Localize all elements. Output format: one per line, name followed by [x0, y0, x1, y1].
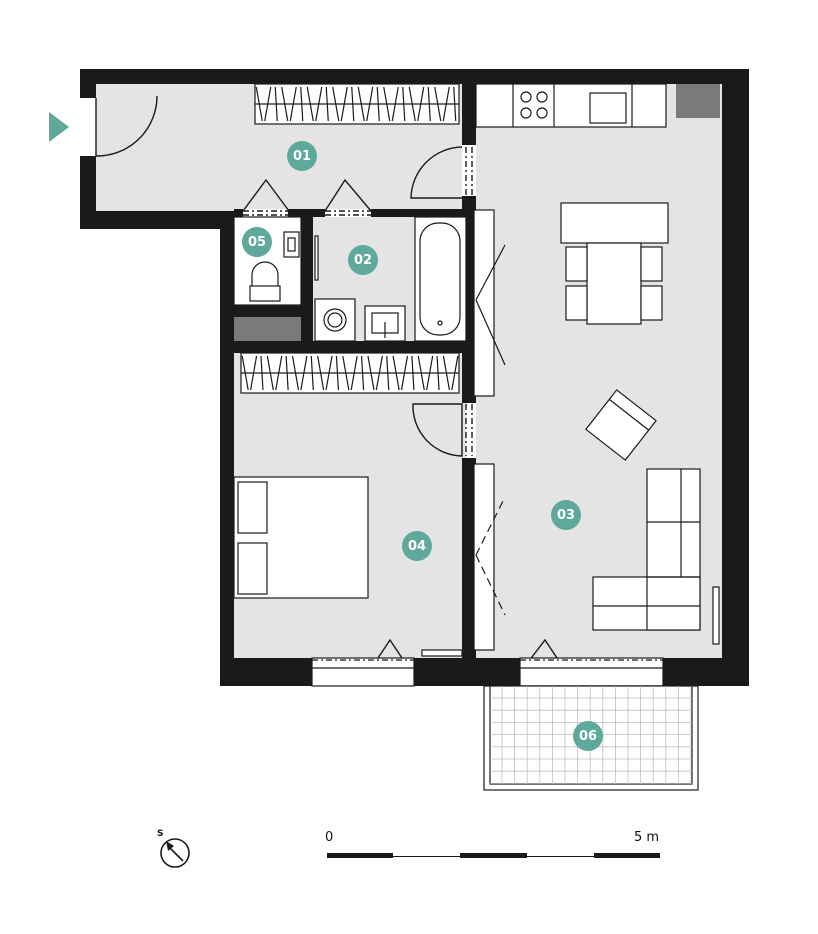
wall-hall-bottom	[80, 211, 240, 229]
room-badge-06: 06	[573, 721, 603, 751]
armchair	[585, 389, 657, 461]
dining-bench	[560, 202, 669, 244]
wall-top	[80, 69, 749, 84]
wall-mid-top	[462, 69, 476, 145]
wall-left	[220, 211, 234, 686]
wc-fixtures	[233, 216, 302, 341]
chair	[565, 246, 588, 282]
entry-door	[95, 95, 158, 157]
radiator	[712, 586, 720, 645]
bathtub-inner	[419, 222, 461, 336]
storage-block	[234, 317, 301, 341]
dining-table	[586, 242, 642, 325]
bedroom-window	[311, 657, 415, 687]
entrance-arrow-icon	[49, 112, 69, 142]
wall-wc-bath	[301, 209, 313, 341]
living-window	[519, 657, 664, 687]
sliding-panels	[473, 209, 506, 651]
compass-icon	[160, 838, 190, 868]
wall-bath-bottom	[234, 341, 464, 353]
hob-icon	[520, 91, 532, 103]
wall-bottom-3	[663, 658, 749, 686]
scale-bar	[327, 853, 660, 858]
bath-door	[324, 178, 372, 212]
dining-set	[560, 202, 669, 325]
bath-door-opening	[325, 209, 371, 217]
pillow	[237, 542, 268, 595]
corner-sofa	[592, 468, 720, 645]
sink-icon	[589, 92, 627, 124]
windows	[311, 657, 664, 687]
door-dashes	[243, 147, 473, 456]
wall-mid-bottom	[462, 458, 476, 658]
hall-wardrobe	[254, 83, 460, 125]
toilet	[251, 261, 279, 286]
chair	[640, 246, 663, 282]
pillow	[237, 481, 268, 534]
room-badge-04: 04	[402, 531, 432, 561]
double-bed	[233, 476, 463, 657]
wc-door-opening	[243, 209, 288, 217]
radiator	[421, 649, 463, 657]
compass-letter: S	[157, 829, 164, 839]
wall-bottom-1	[220, 658, 312, 686]
bedroom-wardrobe	[240, 352, 460, 394]
kitchen-counter	[475, 83, 667, 128]
living-door	[410, 146, 463, 199]
entry-opening	[80, 98, 96, 156]
storage-block	[676, 84, 720, 118]
door-openings	[80, 98, 371, 217]
room-badge-05: 05	[242, 227, 272, 257]
scale-end-label: 5 m	[634, 830, 660, 845]
room-badge-03: 03	[551, 500, 581, 530]
wall-bottom-2	[414, 658, 520, 686]
chair	[640, 285, 663, 321]
bedroom-door	[412, 403, 463, 457]
room-badge-01: 01	[287, 141, 317, 171]
wall-wc-bottom	[234, 305, 301, 317]
towel-rail	[314, 235, 319, 281]
bathroom-fixtures	[314, 216, 467, 342]
wc-door	[242, 178, 290, 212]
wall-right	[722, 69, 749, 686]
scale-start-label: 0	[325, 830, 334, 845]
chair	[565, 285, 588, 321]
room-badge-02: 02	[348, 245, 378, 275]
kitchen	[475, 83, 720, 128]
